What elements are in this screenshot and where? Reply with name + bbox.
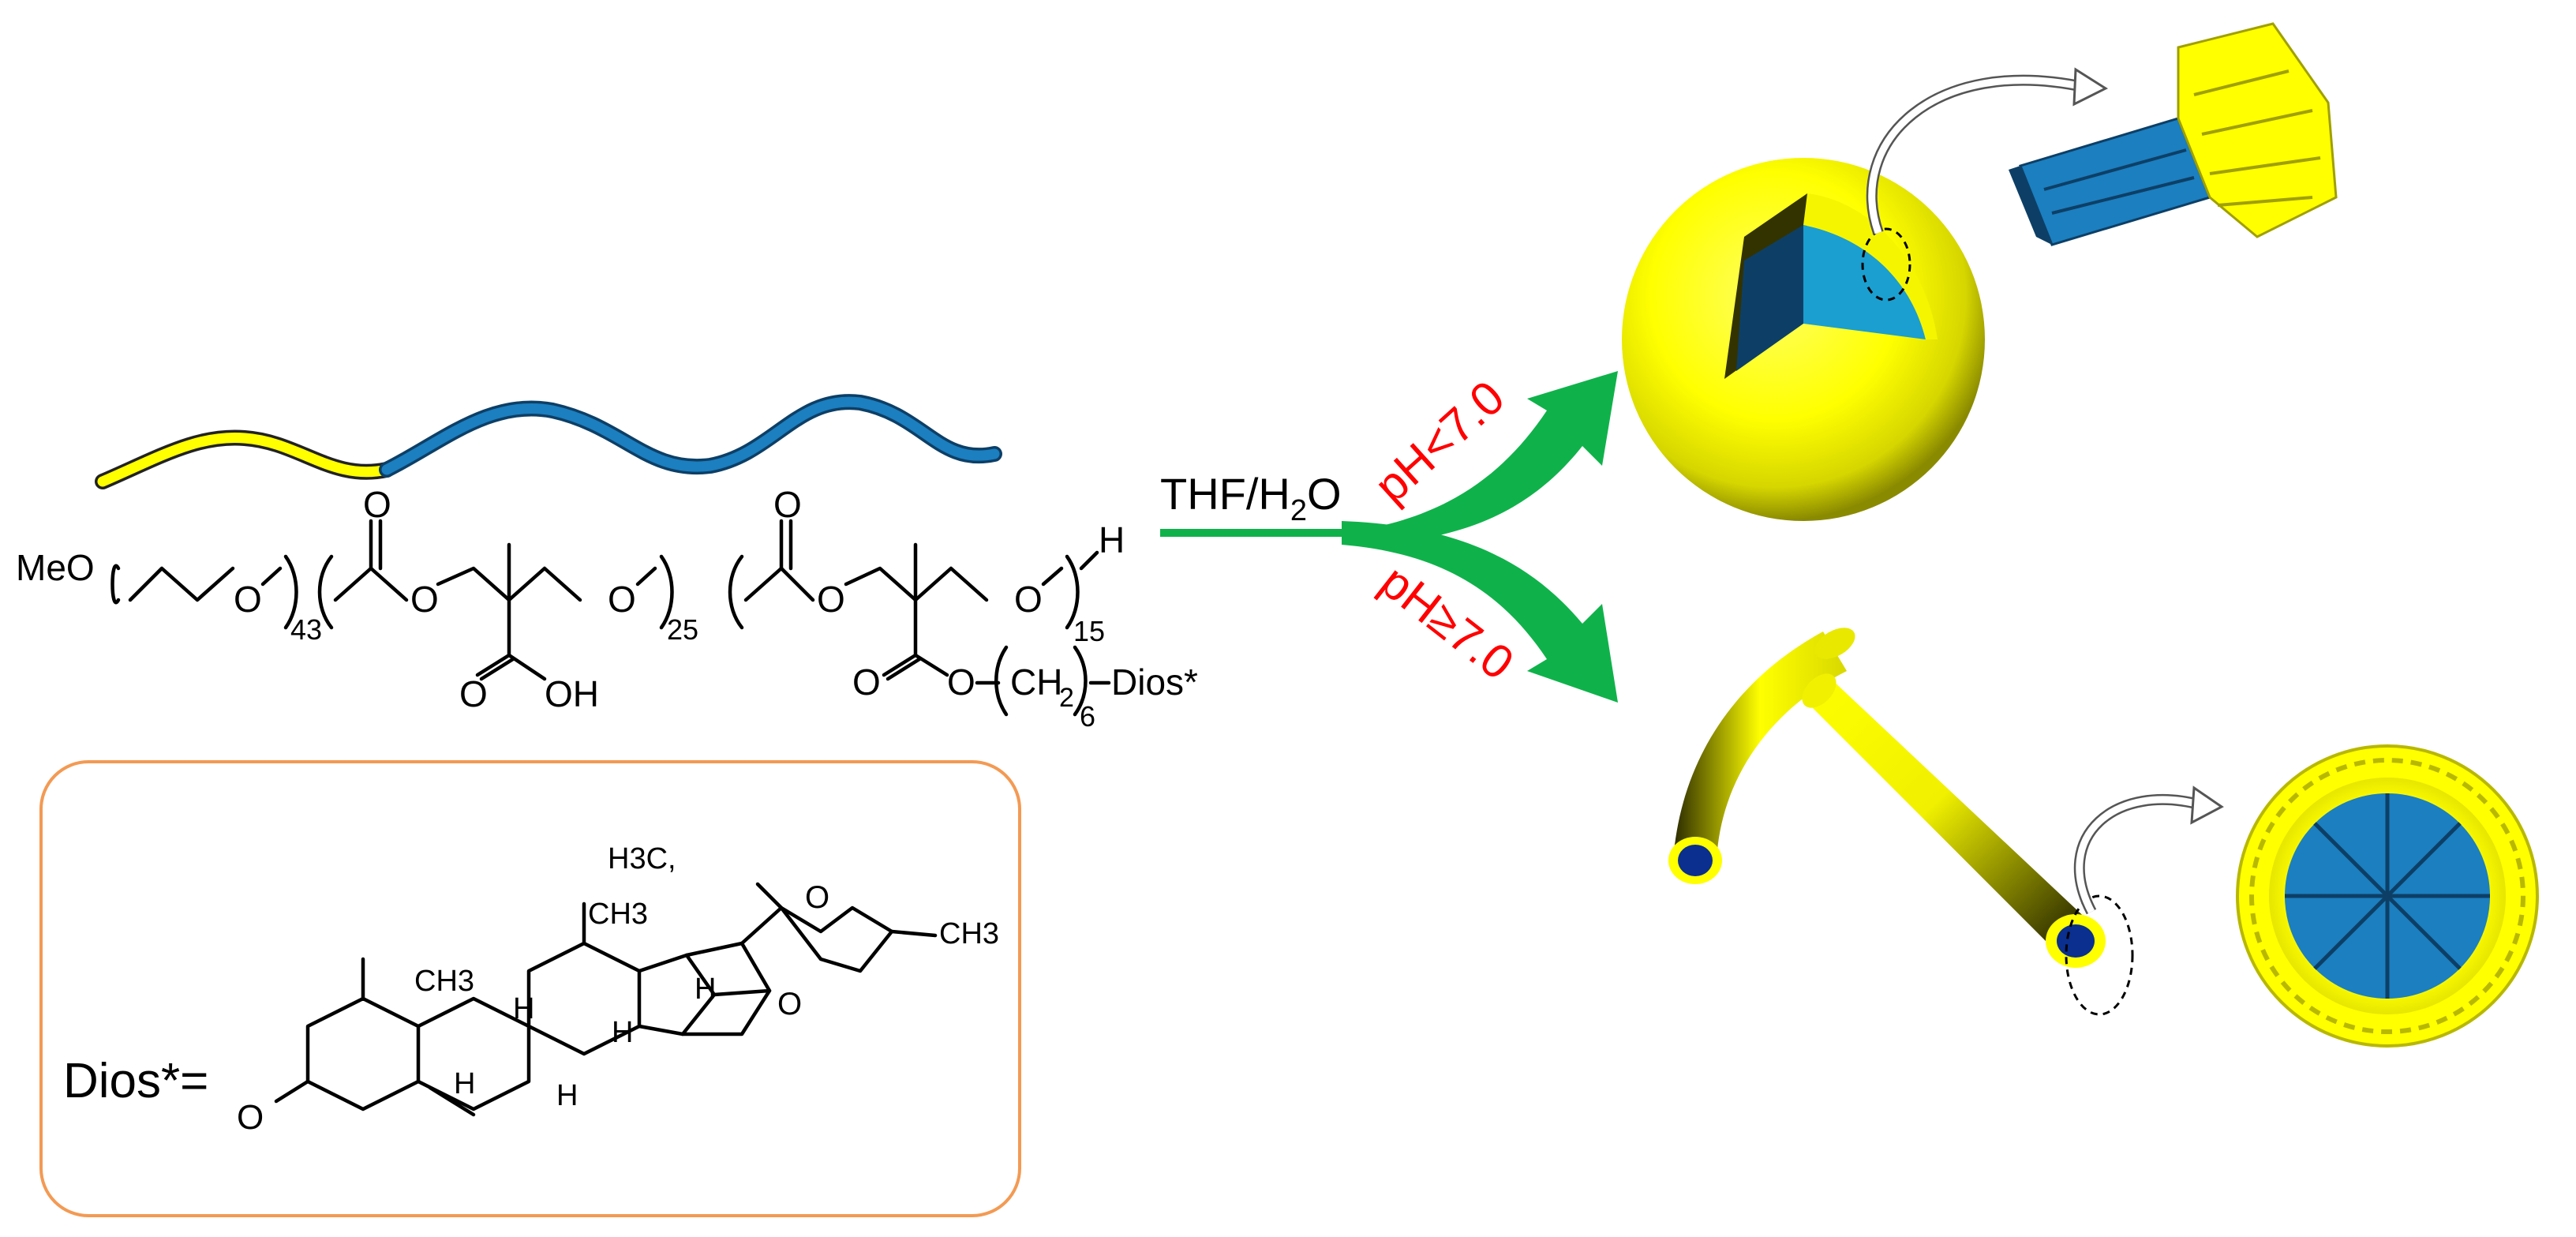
ch3-label-1: CH3 xyxy=(414,965,474,998)
hydrophobic-segment-blue xyxy=(379,394,1002,478)
arrow-up-branch xyxy=(1342,371,1618,545)
peg-ether-o: O xyxy=(234,579,262,620)
cross-section-micelle xyxy=(2236,744,2539,1048)
dios-star-label: Dios* xyxy=(1111,662,1198,703)
condition-arrows: THF/H2O pH<7.0 pH≥7.0 xyxy=(1160,370,1618,703)
ring-o-bottom: O xyxy=(777,987,802,1021)
lamellar-stack xyxy=(2009,22,2338,246)
curved-rod xyxy=(1673,632,1847,860)
dios-block-repeat: 15 xyxy=(1073,615,1105,647)
zoom-ellipse-bottom xyxy=(2065,894,2134,1016)
h-label-1: H xyxy=(454,1067,475,1100)
h-label-5: H xyxy=(695,973,716,1006)
diosgenin-frame xyxy=(39,760,1021,1217)
diosgenin-structure: O O O H3C, CH3 CH3 CH3 H H H H H xyxy=(237,842,999,1137)
diosgenin-box: Dios*= O O O H3C, CH3 CH3 CH3 H H H xyxy=(39,760,1021,1217)
dios-block-ester-o: O xyxy=(817,579,845,620)
end-group-label: MeO xyxy=(16,547,95,588)
polymer-structure: MeO O 43 O O O OH O 25 O O xyxy=(16,484,1198,733)
zoom-ellipse-top xyxy=(1861,227,1911,302)
straight-rod-top-cap xyxy=(1802,673,1837,708)
straight-rod xyxy=(1807,679,2091,955)
rod-assembly xyxy=(1668,628,2539,1048)
cutaway-core-side xyxy=(1736,225,1803,371)
acid-carbonyl-o: O xyxy=(363,484,391,525)
h-label-2: H xyxy=(513,992,534,1025)
h3c-label: H3C, xyxy=(608,842,676,875)
dios-definition-label: Dios*= xyxy=(63,1054,208,1108)
ch3-label-2: CH3 xyxy=(588,898,648,931)
ring-o-top: O xyxy=(805,880,829,915)
arrow-down-branch xyxy=(1342,521,1618,703)
dios-block-carbonyl-o: O xyxy=(773,484,802,525)
dios-block-ether-o: O xyxy=(1014,579,1043,620)
solvent-label: THF/H2O xyxy=(1160,469,1342,527)
curved-rod-top-cap xyxy=(1814,628,1855,659)
acid-oh: OH xyxy=(545,673,599,714)
h-label-3: H xyxy=(556,1079,578,1112)
h-label-4: H xyxy=(612,1016,633,1049)
acid-block-ether-o: O xyxy=(608,579,636,620)
ch3-label-3: CH3 xyxy=(939,917,999,950)
linker-repeat: 6 xyxy=(1080,700,1095,733)
curved-rod-end-core xyxy=(1678,845,1713,876)
cutaway-rim xyxy=(1803,193,1938,339)
peg-repeat: 43 xyxy=(290,613,322,646)
terminal-h: H xyxy=(1099,519,1125,560)
acid-ester-o: O xyxy=(410,579,439,620)
dios-carbonyl-o: O xyxy=(852,662,881,703)
hydroxyl-o: O xyxy=(237,1098,264,1137)
acid-block-repeat: 25 xyxy=(667,613,698,646)
linker-subscript: 2 xyxy=(1059,683,1074,713)
dios-ester-o: O xyxy=(947,662,975,703)
sphere-assembly xyxy=(1622,22,2338,521)
acid-carbonyl-o2: O xyxy=(459,673,488,714)
straight-rod-end-core xyxy=(2057,924,2095,958)
polymer-coil xyxy=(95,394,1002,489)
linker-ch: CH xyxy=(1010,662,1062,703)
